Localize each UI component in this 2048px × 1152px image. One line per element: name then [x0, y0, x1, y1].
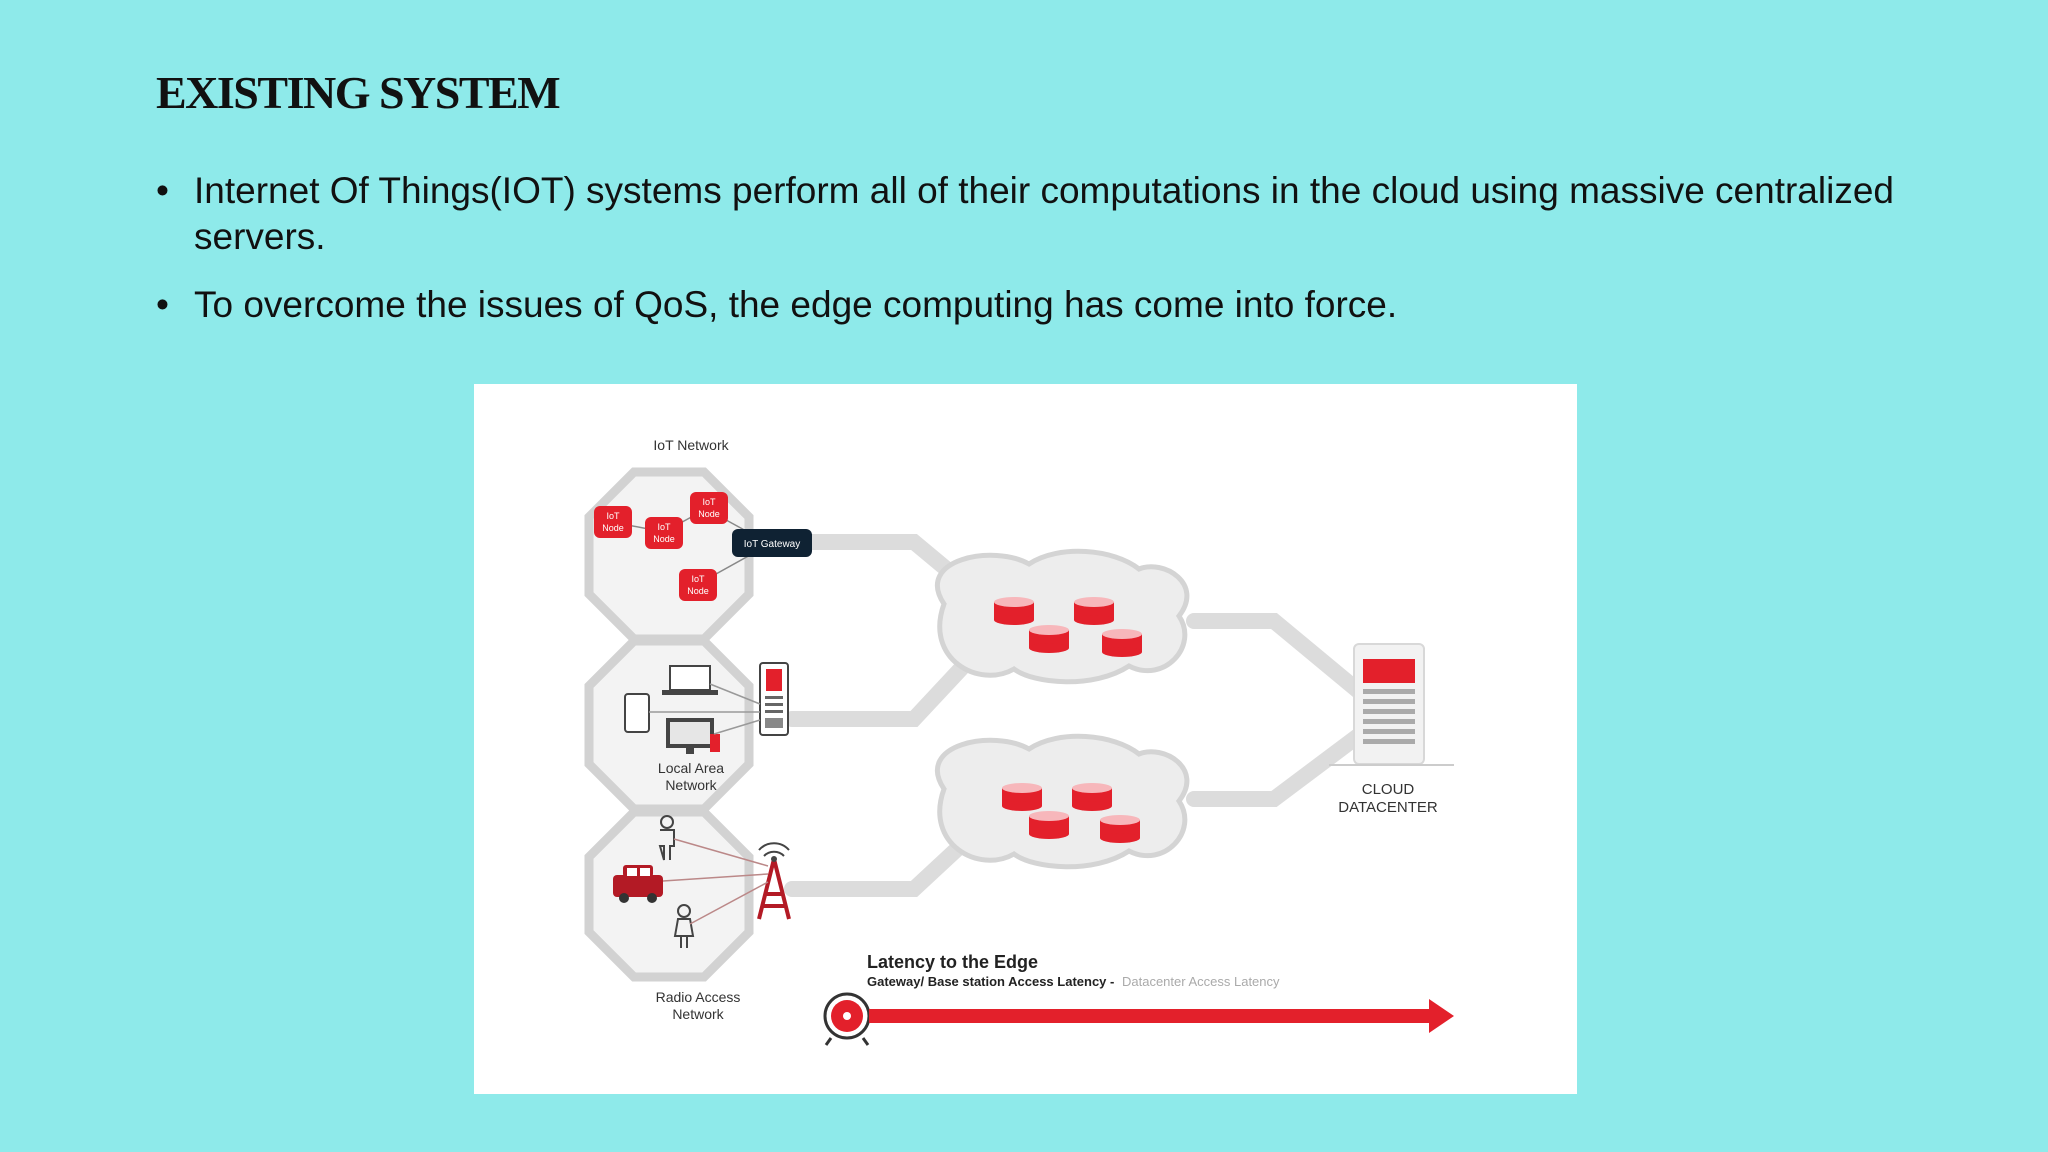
latency-arrow [869, 999, 1454, 1033]
iot-node-1: IoT Node [594, 506, 632, 538]
lan-group: Local Area Network [584, 636, 789, 814]
edge-cloud-bottom [934, 733, 1190, 870]
iot-node-3: IoT Node [690, 492, 728, 524]
lan-label-line1: Local Area [658, 760, 724, 776]
lan-label-line2: Network [665, 777, 717, 793]
radio-tower-icon [757, 842, 791, 920]
database-icon [1100, 815, 1140, 843]
ran-octagon [584, 807, 754, 982]
bullet-text: Internet Of Things(IOT) systems perform … [194, 170, 1894, 257]
edge-cloud-top [934, 548, 1190, 685]
bullet-item: • To overcome the issues of QoS, the edg… [156, 282, 1916, 328]
svg-text:IoT: IoT [606, 511, 620, 521]
svg-text:IoT: IoT [702, 497, 716, 507]
iot-gateway: IoT Gateway [732, 529, 812, 557]
ran-label-line1: Radio Access [656, 989, 741, 1005]
svg-text:IoT: IoT [691, 574, 705, 584]
database-icon [1072, 783, 1112, 811]
svg-text:Node: Node [698, 509, 720, 519]
ran-label-line2: Network [672, 1006, 724, 1022]
database-icon [1029, 811, 1069, 839]
latency-subtitle: Gateway/ Base station Access Latency - D… [867, 974, 1280, 989]
svg-text:Node: Node [653, 534, 675, 544]
bullet-list: • Internet Of Things(IOT) systems perfor… [156, 168, 1916, 350]
tablet-icon [624, 693, 650, 733]
person-icon [673, 904, 695, 948]
bullet-text: To overcome the issues of QoS, the edge … [194, 284, 1398, 325]
svg-text:Node: Node [687, 586, 709, 596]
svg-text:IoT: IoT [657, 522, 671, 532]
ran-group: Radio Access Network [584, 807, 791, 1022]
stopwatch-icon [823, 992, 871, 1046]
latency-subtitle-light: Datacenter Access Latency [1122, 974, 1280, 989]
laptop-icon [662, 665, 718, 695]
bullet-dot: • [156, 284, 169, 325]
cloud-label-line1: CLOUD [1362, 781, 1415, 798]
edge-computing-diagram: IoT Network IoT Node IoT Node IoT Node [474, 384, 1577, 1094]
latency-title: Latency to the Edge [867, 952, 1038, 972]
database-icon [1002, 783, 1042, 811]
router-icon [759, 662, 789, 736]
svg-text:Node: Node [602, 523, 624, 533]
iot-node-2: IoT Node [645, 517, 683, 549]
iot-network-group: IoT Network IoT Node IoT Node IoT Node [584, 437, 812, 644]
server-icon [1329, 643, 1454, 766]
cloud-label-line2: DATACENTER [1338, 799, 1438, 816]
monitor-icon [666, 718, 720, 754]
bullet-dot: • [156, 170, 169, 211]
database-icon [994, 597, 1034, 625]
car-icon [613, 865, 663, 903]
svg-text:IoT Gateway: IoT Gateway [744, 539, 801, 550]
slide-title: EXISTING SYSTEM [156, 67, 561, 118]
database-icon [1074, 597, 1114, 625]
database-icon [1029, 625, 1069, 653]
person-icon [658, 815, 675, 861]
iot-network-label: IoT Network [653, 437, 729, 453]
database-icon [1102, 629, 1142, 657]
bullet-item: • Internet Of Things(IOT) systems perfor… [156, 168, 1916, 260]
latency-subtitle-dark: Gateway/ Base station Access Latency - [867, 974, 1114, 989]
iot-node-4: IoT Node [679, 569, 717, 601]
